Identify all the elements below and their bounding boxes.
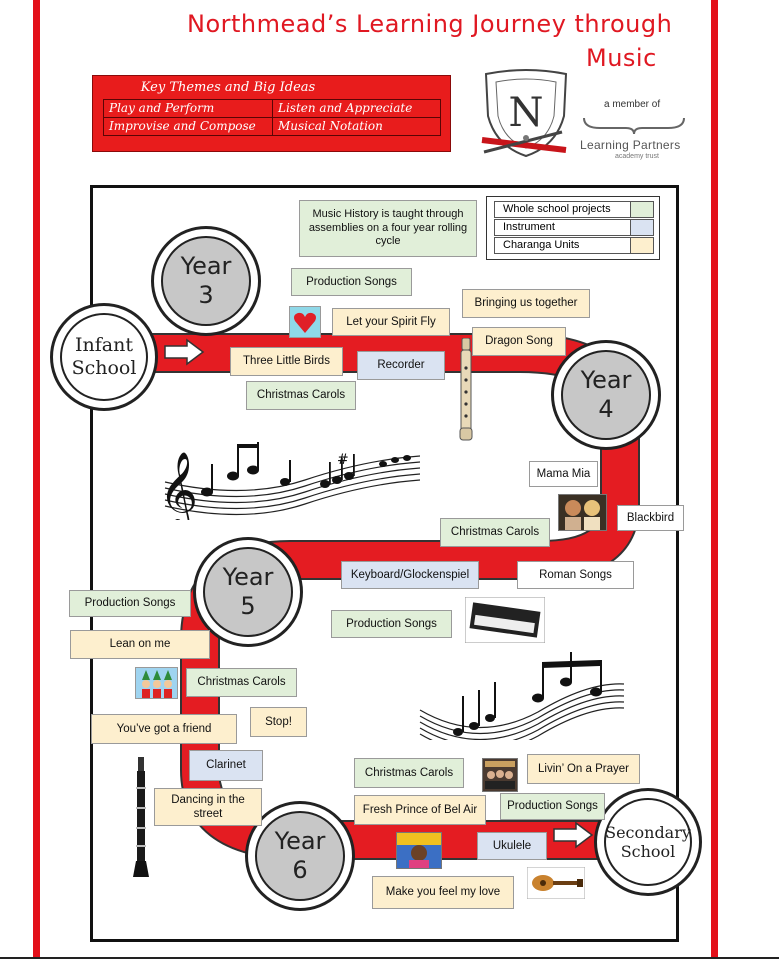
y4-roman-songs: Roman Songs [517,561,634,589]
year-4-word: Year [580,366,632,395]
y3-let-your-spirit-fly: Let your Spirit Fly [332,308,450,336]
year-5-word: Year [222,563,274,592]
y4-mama-mia: Mama Mia [529,461,598,487]
infant-school-circle: Infant School [50,303,158,411]
elf-picture-image [135,667,178,699]
legend-whole-school: Whole school projects [494,201,654,218]
y5-stop: Stop! [250,707,307,737]
legend-label: Instrument [503,221,555,233]
legend-swatch [630,220,653,235]
y5-production-songs-left: Production Songs [69,590,191,617]
svg-text:#: # [337,452,349,468]
year-3-word: Year [180,252,232,281]
secondary-school-circle: Secondary School [594,788,702,896]
year-5-circle: Year 5 [193,537,303,647]
infant-line1: Infant [75,334,133,357]
year-3-label: Year 3 [161,236,251,326]
right-red-border [711,0,718,959]
album-cover-image [289,306,321,338]
y5-lean-on-me: Lean on me [70,630,210,659]
legend-label: Whole school projects [503,203,611,215]
year-3-number: 3 [198,281,214,309]
y3-three-little-birds: Three Little Birds [230,347,343,376]
infant-line2: School [71,357,137,379]
year-5-label: Year 5 [203,547,293,637]
year-4-number: 4 [598,395,614,423]
y4-dragon-song: Dragon Song [472,327,566,356]
page-title: Northmead’s Learning Journey through [187,10,673,38]
year-6-number: 6 [292,856,308,884]
music-notes-icon: 𝄞 # [159,442,421,520]
year-4-circle: Year 4 [551,340,661,450]
secondary-line2: School [620,842,676,861]
secondary-school-label: Secondary School [604,798,692,886]
learning-partners-logo-text: Learning Partners [580,138,681,152]
brace-icon [583,117,685,135]
member-of-text: a member of [604,99,661,110]
legend-instrument: Instrument [494,219,654,236]
legend-charanga: Charanga Units [494,237,654,254]
theme-musical-notation: Musical Notation [272,117,441,136]
y5-production-songs-mid: Production Songs [331,610,452,638]
clarinet-icon [133,757,149,877]
school-crest-icon: N [481,69,568,158]
year-4-label: Year 4 [561,350,651,440]
year-5-number: 5 [240,592,256,620]
left-red-border [33,0,40,959]
music-history-note: Music History is taught through assembli… [299,200,477,257]
y6-make-you-feel-my-love: Make you feel my love [372,876,514,909]
y4-bringing-us-together: Bringing us together [462,289,590,318]
y3-recorder: Recorder [357,351,445,380]
recorder-icon [459,338,473,441]
y6-livin-on-a-prayer: Livin’ On a Prayer [527,754,640,784]
key-themes-box: Key Themes and Big Ideas Play and Perfor… [92,75,451,152]
y5-christmas-carols: Christmas Carols [186,668,297,697]
infant-school-label: Infant School [60,313,148,401]
svg-text:𝄞: 𝄞 [159,451,198,520]
arrow-right-icon [164,338,205,366]
band-album-image [482,758,518,792]
page-title-subject: Music [586,44,657,72]
legend-label: Charanga Units [503,239,580,251]
legend-swatch [630,238,653,253]
bottom-rule [0,957,779,959]
keyboard-icon [465,597,545,643]
movie-cover-image [558,494,607,531]
legend-swatch [630,202,653,217]
year-3-circle: Year 3 [151,226,261,336]
y6-production-songs: Production Songs [500,793,605,820]
y6-christmas-carols: Christmas Carols [354,758,464,788]
arrow-right-icon-secondary [553,821,594,849]
key-themes-header: Key Themes and Big Ideas [140,80,316,95]
ukulele-icon [527,867,585,899]
year-6-word: Year [274,827,326,856]
y6-clarinet: Clarinet [189,750,263,781]
y4-blackbird: Blackbird [617,505,684,531]
academy-trust-text: academy trust [615,153,659,160]
secondary-line1: Secondary [605,822,691,842]
year-6-circle: Year 6 [245,801,355,911]
y5-youve-got-a-friend: You’ve got a friend [91,714,237,744]
year-6-label: Year 6 [255,811,345,901]
legend: Whole school projects Instrument Charang… [486,196,660,260]
y4-christmas-carols: Christmas Carols [440,518,550,547]
y5-keyboard-glockenspiel: Keyboard/Glockenspiel [341,561,479,589]
y6-dancing-in-the-street: Dancing in the street [154,788,262,826]
y6-fresh-prince: Fresh Prince of Bel Air [354,795,486,825]
y6-ukulele: Ukulele [477,832,547,860]
y3-production-songs: Production Songs [291,268,412,296]
y3-christmas-carols: Christmas Carols [246,381,356,410]
svg-text:N: N [509,90,544,136]
tv-show-cover-image [396,832,442,869]
music-notes-icon-2 [419,652,625,740]
